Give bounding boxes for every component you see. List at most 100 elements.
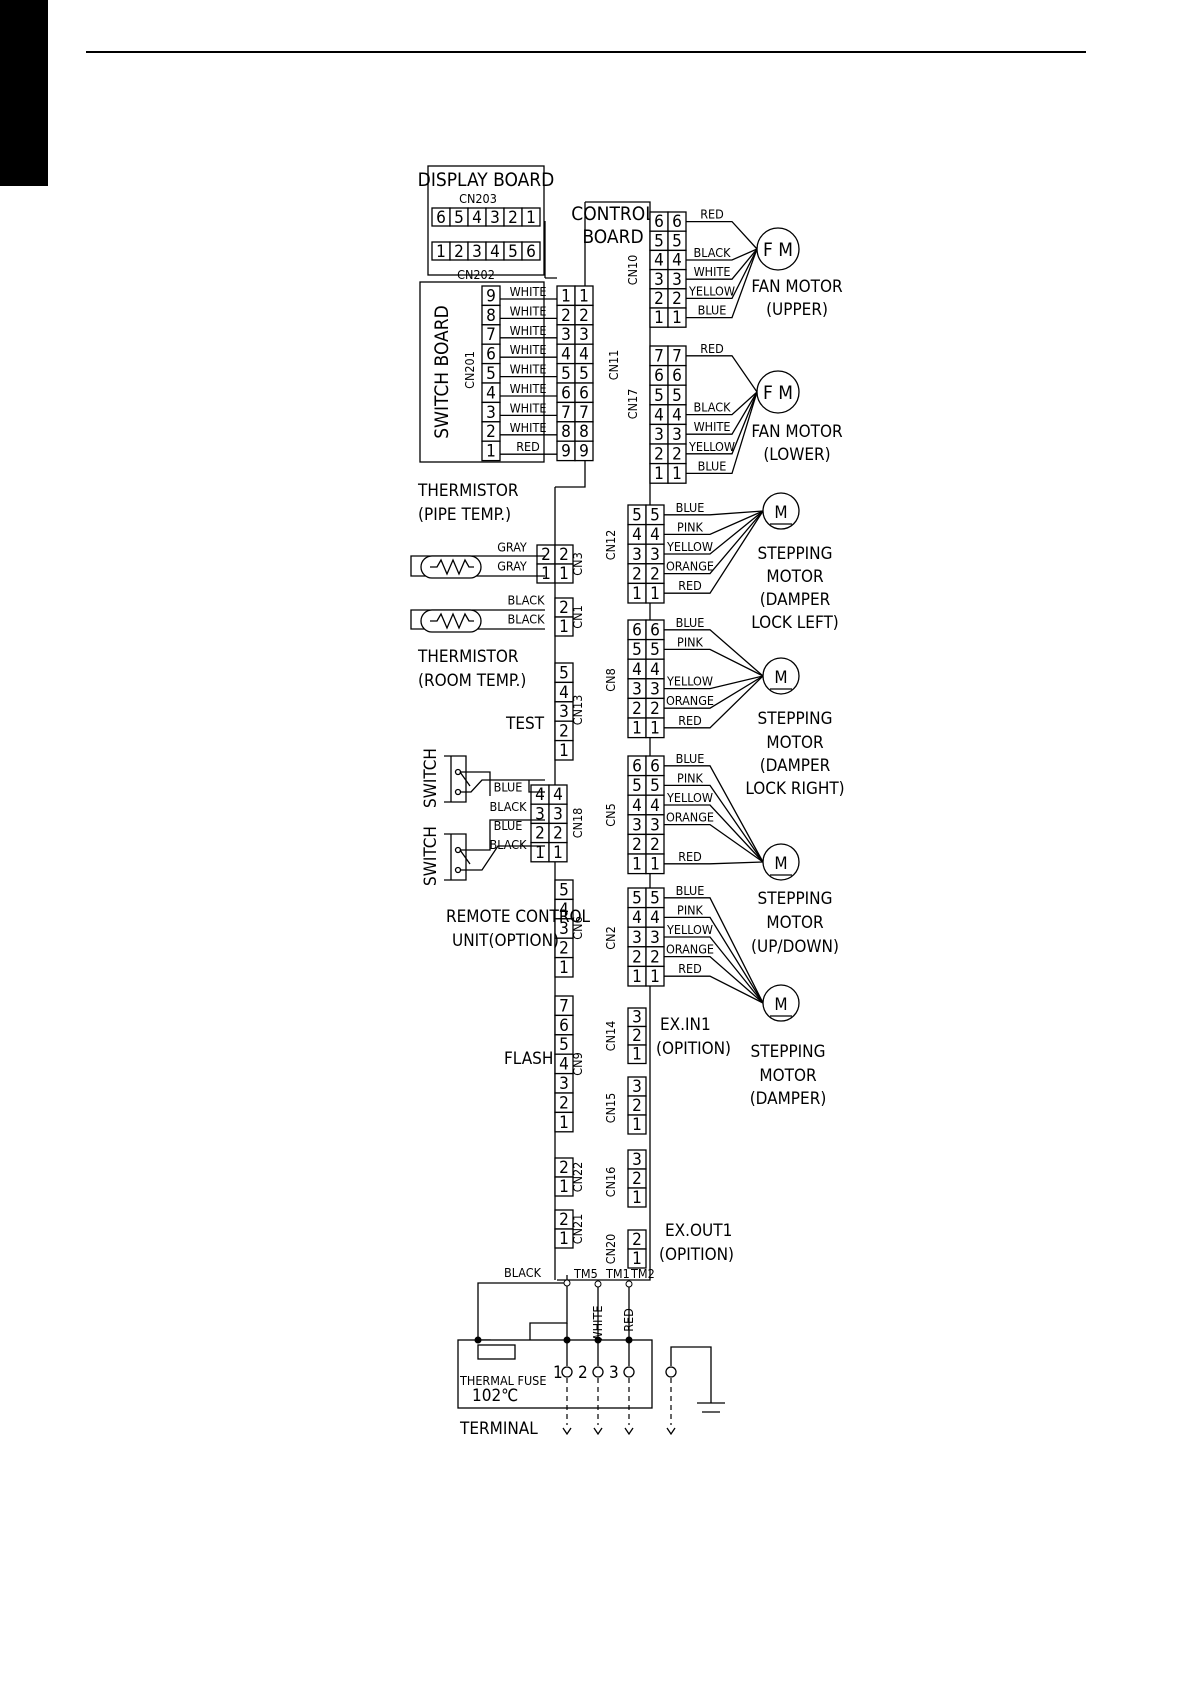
cn5-wire-color: ORANGE bbox=[666, 810, 714, 825]
cn203-pin-number: 1 bbox=[526, 208, 536, 228]
thermistor-room-label-1: THERMISTOR bbox=[417, 647, 519, 667]
fan-motor-lower-symbol: F M bbox=[763, 382, 793, 404]
cn10-wire-color: WHITE bbox=[694, 264, 731, 279]
cn2-pin-number: 5 bbox=[650, 889, 660, 909]
section-side-tab bbox=[0, 0, 48, 186]
cn2-pin-number: 5 bbox=[632, 889, 642, 909]
ex-out1-label-2: (OPITION) bbox=[659, 1245, 734, 1265]
cn17-pin-number: 4 bbox=[672, 405, 682, 425]
cn21-name-label: CN21 bbox=[570, 1214, 585, 1245]
cn9-pin-number: 5 bbox=[559, 1035, 569, 1055]
motor-wires bbox=[566, 220, 764, 1283]
thermistor-pipe-icon bbox=[410, 555, 545, 579]
cn12-pin-number: 3 bbox=[650, 545, 660, 565]
cn5-pin-number: 6 bbox=[632, 757, 642, 777]
fan-motor-upper-icon bbox=[756, 227, 800, 271]
cn5-pin-number: 4 bbox=[632, 796, 642, 816]
flash-label: FLASH bbox=[504, 1049, 553, 1069]
cn5-pin-number: 2 bbox=[650, 835, 660, 855]
cn18-pin-number: 3 bbox=[535, 804, 545, 824]
terminal-wiring bbox=[457, 1279, 725, 1436]
cn203-pin-number: 5 bbox=[454, 208, 464, 228]
cn17-motor-wire bbox=[686, 355, 758, 393]
cn17-pin-number: 5 bbox=[672, 386, 682, 406]
cn22-pin-cell bbox=[554, 1176, 574, 1197]
cn9-pin-number: 1 bbox=[559, 1113, 569, 1133]
cn11-pin-number: 9 bbox=[561, 442, 571, 462]
cn10-pin-number: 4 bbox=[654, 251, 664, 271]
cn201-pin-number: 6 bbox=[486, 345, 496, 365]
cn11-pin-number: 6 bbox=[561, 383, 571, 403]
terminal-number-2: 2 bbox=[578, 1363, 588, 1383]
cn17-pin-number: 4 bbox=[654, 405, 664, 425]
step-lock-left-2: MOTOR bbox=[766, 567, 824, 587]
cn6-pin-number: 3 bbox=[559, 919, 569, 939]
cn11-pin-number: 4 bbox=[561, 345, 571, 365]
cn16-pin-number: 2 bbox=[632, 1169, 642, 1189]
cn5-wire-color: YELLOW bbox=[666, 790, 713, 805]
bottom-wire-black-label: BLACK bbox=[504, 1265, 542, 1280]
cn16-name-label: CN16 bbox=[603, 1167, 618, 1198]
cn12-pin-number: 4 bbox=[650, 525, 660, 545]
step-lock-right-1: STEPPING bbox=[758, 709, 833, 729]
cn202-label: CN202 bbox=[457, 267, 495, 282]
terminal-number-3: 3 bbox=[609, 1363, 619, 1383]
cn2-motor-wire bbox=[664, 936, 764, 1004]
step-updown-3: (UP/DOWN) bbox=[751, 937, 839, 957]
cn3-name-label: CN3 bbox=[570, 552, 585, 575]
control-board-title-2: BOARD bbox=[582, 226, 643, 248]
cn16-pin-number: 1 bbox=[632, 1188, 642, 1208]
fan-motor-lower-label-2: (LOWER) bbox=[763, 445, 830, 465]
cn8-wire-color: BLUE bbox=[676, 615, 705, 630]
cn201-pin-cell bbox=[481, 440, 501, 462]
cn201-pin-number: 7 bbox=[486, 325, 496, 345]
cn10-pin-number: 4 bbox=[672, 251, 682, 271]
cn21-connector: 21 bbox=[554, 1209, 574, 1249]
cn8-pin-number: 1 bbox=[650, 719, 660, 739]
cn1-wire-color: BLACK bbox=[508, 593, 546, 608]
cn10-pin-number: 1 bbox=[672, 308, 682, 328]
cn203-pin-number: 2 bbox=[508, 208, 518, 228]
cn8-wire-color: ORANGE bbox=[666, 693, 714, 708]
cn17-pin-number: 6 bbox=[672, 366, 682, 386]
fan-motor-upper-label-2: (UPPER) bbox=[766, 300, 828, 320]
fan-motor-lower-icon bbox=[756, 370, 800, 414]
cn17-motor-wire bbox=[686, 391, 758, 455]
cn1-name-label: CN1 bbox=[570, 605, 585, 628]
cn10-pin-number: 3 bbox=[672, 270, 682, 290]
cn18-pin-number: 2 bbox=[553, 824, 563, 844]
cn10-motor-wire bbox=[686, 248, 758, 300]
cn202-pin-number: 2 bbox=[454, 242, 464, 262]
cn2-motor-wire bbox=[664, 897, 764, 1004]
cn12-motor-wire bbox=[664, 510, 764, 575]
cn22-connector: 21 bbox=[554, 1157, 574, 1197]
cn2-motor-wire bbox=[664, 916, 764, 1004]
cn11-pin-number: 5 bbox=[561, 364, 571, 384]
cn202-pin-number: 5 bbox=[508, 242, 518, 262]
cn2-wire-color: YELLOW bbox=[666, 922, 713, 937]
m-symbol-2: M bbox=[774, 668, 787, 688]
cn11-pin-number: 8 bbox=[579, 422, 589, 442]
cn6-pin-number: 4 bbox=[559, 900, 569, 920]
cn8-motor-wire bbox=[664, 648, 764, 677]
switch-board-title: SWITCH BOARD bbox=[431, 305, 453, 439]
cn8-wire-color: PINK bbox=[677, 634, 704, 649]
cn17-pin-number: 3 bbox=[654, 425, 664, 445]
cn21-pin-number: 2 bbox=[559, 1210, 569, 1230]
cn11-pin-number: 1 bbox=[561, 286, 571, 306]
connector-labels: CN10CN17CN12CN8CN5CN2CN14CN15CN16CN20CN1… bbox=[570, 255, 640, 1265]
cn5-wire-color: BLUE bbox=[676, 751, 705, 766]
cn8-motor-wire bbox=[664, 675, 764, 709]
cn8-pin-number: 2 bbox=[632, 699, 642, 719]
cn11-wire-color: WHITE bbox=[510, 342, 547, 357]
cn17-pin-number: 7 bbox=[654, 347, 664, 367]
cn202-to-board-wire bbox=[544, 221, 557, 279]
cn21-pin-cell bbox=[554, 1228, 574, 1249]
cn17-pin-number: 1 bbox=[654, 464, 664, 484]
cn12-pin-number: 2 bbox=[632, 564, 642, 584]
cn11-pin-number: 5 bbox=[579, 364, 589, 384]
cn8-motor-wire bbox=[664, 675, 764, 729]
